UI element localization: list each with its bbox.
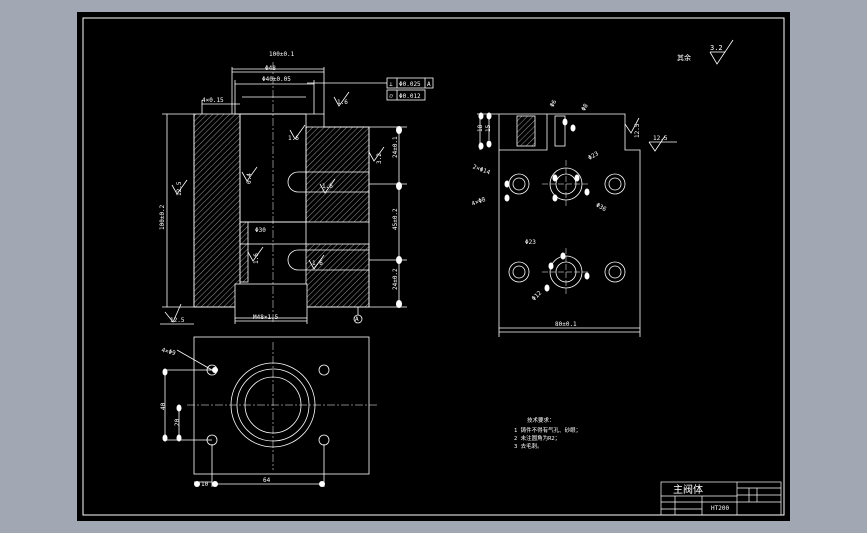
dim-height: 100±0.2 [159, 204, 166, 230]
drawing-sheet: 100±0.1 Φ48 Φ40±0.05 4×0.15 1.6 1.6 1.6 … [77, 12, 790, 521]
dim-hole-b: 4×Φ8 [471, 196, 487, 208]
rough-top: 1.6 [337, 99, 348, 106]
side-view [477, 113, 677, 337]
material: HT200 [711, 505, 729, 512]
bottom-view [164, 336, 377, 487]
bottom-dim-inner: 20 [174, 418, 181, 426]
note-item-2: 2 未注圆角为R2； [514, 434, 560, 442]
rough-bottom-left: 12.5 [170, 317, 185, 324]
dim-bore-dia: Φ48 [265, 65, 276, 72]
dim-top-b: Φ8 [580, 102, 590, 112]
tol-frame-2 [386, 89, 426, 101]
dim-left-a: 18 [477, 124, 484, 132]
dim-right-top: 24±0.1 [392, 136, 399, 158]
side-view-labels: 18 15 Φ6 Φ8 12.5 12.5 2×Φ14 4×Φ8 Φ23 Φ36… [471, 98, 668, 328]
rough-inner-b: 1.6 [253, 253, 260, 264]
bottom-view-labels: 4×Φ9 40 20 10 64 [160, 347, 271, 488]
tol-frame-2-symbol: ⌭ [389, 93, 394, 100]
dim-holes: 4×Φ9 [161, 347, 177, 358]
front-view-labels: 100±0.1 Φ48 Φ40±0.05 4×0.15 1.6 1.6 1.6 … [159, 51, 431, 324]
tol-frame-2-value: Φ0.012 [399, 93, 421, 100]
roughness-other-value: 3.2 [710, 44, 723, 52]
roughness-other-label: 其余 [677, 53, 691, 62]
dim-hole-c: Φ23 [587, 150, 600, 162]
bottom-dim-left: 10 [201, 481, 209, 488]
front-mid-left [239, 221, 249, 283]
dim-bore-tol: Φ40±0.05 [262, 76, 291, 83]
dim-thread: M48×1.5 [253, 314, 279, 321]
dim-width-top: 100±0.1 [269, 51, 295, 58]
notes-title: 技术要求： [527, 416, 555, 424]
tol-frame-1-symbol: ⊥ [389, 81, 393, 88]
cad-drawing: 100±0.1 Φ48 Φ40±0.05 4×0.15 1.6 1.6 1.6 … [82, 17, 785, 516]
side-dim-width: 80±0.1 [555, 321, 577, 328]
rough-bore-a: 1.6 [288, 135, 299, 142]
bottom-dim-height: 40 [160, 402, 167, 410]
dim-top-a: Φ6 [549, 98, 559, 108]
dim-bore-inner: Φ30 [255, 227, 266, 234]
technical-notes: 技术要求： 1 铸件不得有气孔、砂眼； 2 未注圆角为R2； 3 去毛刺。 [514, 416, 581, 450]
dim-right-mid: 45±0.2 [392, 208, 399, 230]
datum-label: A [355, 316, 359, 323]
title-block-labels: 主阀体 HT200 [673, 483, 729, 512]
rough-bore-b: 1.6 [322, 183, 333, 190]
rough-side: 3.2 [376, 153, 383, 164]
rough-left: 12.5 [176, 181, 183, 196]
rough-bore-c: 1.6 [312, 260, 323, 267]
tol-frame-1-datum: A [427, 81, 431, 88]
front-dim-points [396, 126, 402, 308]
front-thread [234, 283, 308, 319]
bottom-dim-points [162, 367, 325, 487]
rough-corner: 12.5 [653, 135, 668, 142]
part-name: 主阀体 [673, 483, 703, 496]
sheet-border [82, 17, 785, 516]
dim-hole-f: Φ12 [531, 289, 544, 302]
rough-inner: 0.4 [246, 173, 253, 184]
note-item-3: 3 去毛刺。 [514, 442, 543, 450]
dim-hole-a: 2×Φ14 [472, 164, 492, 177]
dim-chamfer: 4×0.15 [202, 97, 224, 104]
roughness-note: 其余 3.2 [677, 39, 734, 65]
front-right-wall-bot [305, 243, 370, 308]
side-dim-points [478, 112, 590, 292]
tol-frame-1-value: Φ0.025 [399, 81, 421, 88]
dim-left-b: 15 [485, 124, 492, 132]
dim-hole-e: Φ23 [525, 239, 536, 246]
title-block [660, 481, 782, 516]
note-item-1: 1 铸件不得有气孔、砂眼； [514, 426, 581, 434]
front-right-wall-top [305, 126, 370, 223]
bottom-dim-width: 64 [263, 477, 271, 484]
rough-right: 12.5 [634, 123, 641, 138]
front-view [160, 62, 434, 325]
dim-hole-d: Φ36 [595, 202, 608, 214]
front-left-wall [193, 113, 241, 308]
dim-right-bot: 24±0.2 [392, 268, 399, 290]
